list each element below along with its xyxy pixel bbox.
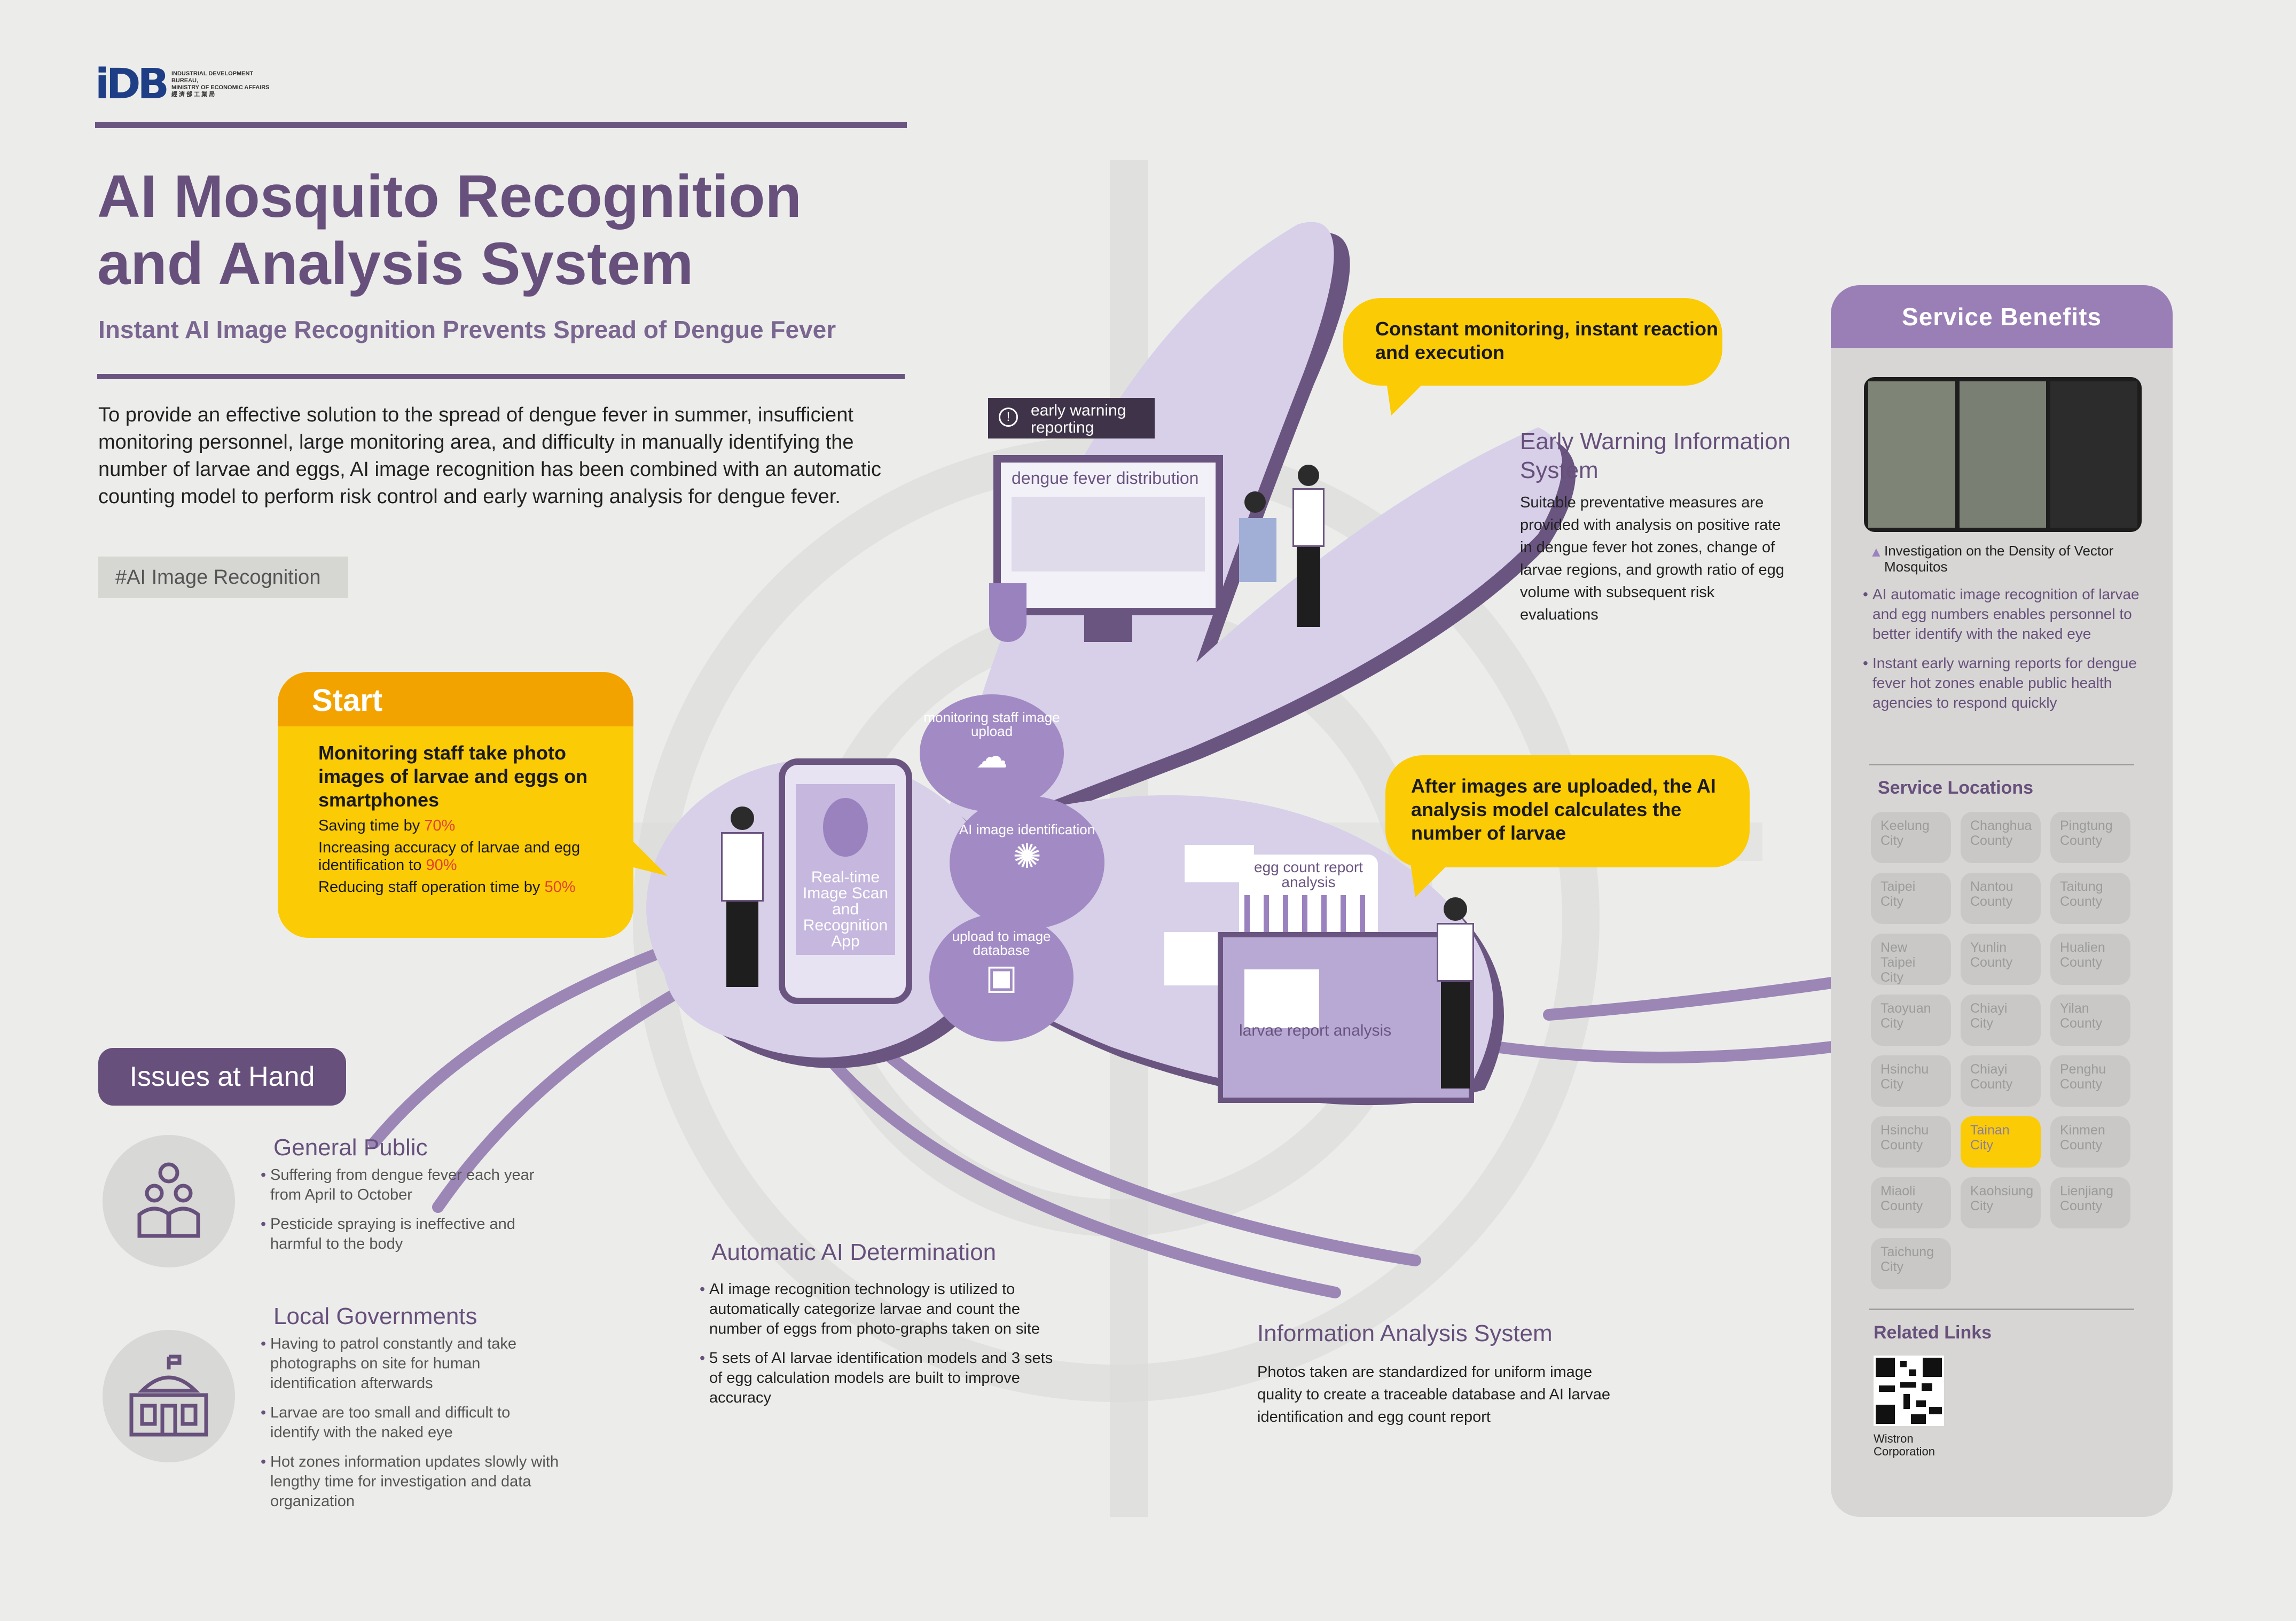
list-item: Larvae are too small and difficult to id… [261,1403,560,1443]
location-chip[interactable]: Miaoli County [1871,1177,1951,1228]
mosquito-photo-strip [1864,377,2142,532]
location-chip[interactable]: New Taipei City [1871,934,1951,985]
location-chip[interactable]: Tainan City [1961,1116,2041,1168]
list-item: AI image recognition technology is utili… [700,1280,1063,1339]
info-analysis-text: Photos taken are standardized for unifor… [1257,1364,1610,1426]
government-issues-list: Having to patrol constantly and take pho… [261,1334,560,1521]
start-card-pointer [625,833,668,876]
location-chip[interactable]: Lienjiang County [2050,1177,2130,1228]
logo-text: INDUSTRIAL DEVELOPMENT BUREAU, MINISTRY … [171,71,270,98]
early-warning-title: Early Warning Information System [1520,428,1791,483]
monitor-stand [1084,615,1132,642]
early-warning-tag: ! early warning reporting [988,398,1155,438]
list-item: AI automatic image recognition of larvae… [1863,584,2146,644]
location-chip[interactable]: Taipei City [1871,873,1951,924]
intro-text: To provide an effective solution to the … [98,404,882,508]
location-chip[interactable]: Hsinchu City [1871,1055,1951,1107]
analyst-figures [1234,465,1341,641]
location-chip[interactable]: Hsinchu County [1871,1116,1951,1168]
subtitle-rule [97,374,905,379]
presenter-figure [1426,897,1485,1111]
list-item: 5 sets of AI larvae identification model… [700,1349,1063,1408]
idb-logo: iDB INDUSTRIAL DEVELOPMENT BUREAU, MINIS… [95,60,277,108]
report-lines [1185,845,1254,882]
tag-ai-image-recognition[interactable]: #AI Image Recognition [98,557,348,598]
start-card: Monitoring staff take photo images of la… [278,726,633,938]
cloud-upload-icon: ☁ [976,739,1008,774]
location-chip[interactable]: Pingtung County [2050,812,2130,863]
list-item: Suffering from dengue fever each year fr… [261,1165,538,1205]
alert-icon: ! [999,408,1018,427]
list-item: Instant early warning reports for dengue… [1863,653,2146,712]
service-locations-title: Service Locations [1878,778,2034,798]
list-item: Pesticide spraying is ineffective and ha… [261,1215,538,1254]
photo-caption: ▲ Investigation on the Density of Vector… [1869,543,2114,575]
public-title: General Public [273,1134,428,1161]
monitoring-staff-figure [713,806,772,993]
start-item-1: Saving time by 70% [318,817,456,834]
header-rule [95,122,907,128]
location-chip[interactable]: Keelung City [1871,812,1951,863]
bubble-pointer-2 [1410,860,1453,897]
start-item-3: Reducing staff operation time by 50% [318,879,576,896]
service-benefits-title: Service Benefits [1831,285,2173,348]
issues-at-hand-label: Issues at Hand [98,1048,346,1106]
benefits-list: AI automatic image recognition of larvae… [1863,584,2146,722]
public-icon-circle [103,1135,235,1267]
start-item-2: Increasing accuracy of larvae and egg id… [318,839,581,874]
step-database-upload: upload to image database ▣ [929,913,1073,1041]
larvae-report-board: larvae report analysis [1218,932,1474,1103]
location-chip[interactable]: Hualien County [2050,934,2130,985]
start-heading: Monitoring staff take photo images of la… [318,742,588,811]
brain-icon: ✺ [1013,837,1041,875]
step-upload: monitoring staff image upload ☁ [920,694,1064,812]
location-chip[interactable]: Kinmen County [2050,1116,2130,1168]
related-links-title: Related Links [1874,1322,1992,1343]
bubble-pointer-1 [1386,378,1429,416]
location-chip[interactable]: Changhua County [1961,812,2041,863]
info-analysis-title: Information Analysis System [1257,1320,1553,1346]
location-chip[interactable]: Taoyuan City [1871,994,1951,1046]
app-label: Real-time Image Scan and Recognition App [802,868,889,950]
logo-mark: iDB [95,60,169,108]
people-icon [137,1162,200,1238]
wistron-link[interactable]: Wistron Corporation [1874,1432,1935,1458]
list-item: Having to patrol constantly and take pho… [261,1334,560,1393]
location-chip[interactable]: Kaohsiung City [1961,1177,2041,1228]
early-warning-text: Suitable preventative measures are provi… [1520,494,1784,623]
government-title: Local Governments [273,1303,477,1329]
dengue-map-label: dengue fever distribution [1012,468,1199,488]
automatic-ai-title: Automatic AI Determination [711,1239,997,1265]
public-issues-list: Suffering from dengue fever each year fr… [261,1165,538,1264]
location-chip[interactable]: Chiayi County [1961,1055,2041,1107]
image-upload-icon: ▣ [985,958,1018,996]
location-chip[interactable]: Chiayi City [1961,994,2041,1046]
bubble-constant-monitoring: Constant monitoring, instant reaction an… [1343,298,1722,386]
triangle-icon: ▲ [1869,544,1883,560]
dengue-map-monitor: dengue fever distribution [993,455,1223,615]
government-building-icon [129,1354,208,1437]
location-chip[interactable]: Taitung County [2050,873,2130,924]
shield-icon [989,583,1026,642]
government-icon-circle [103,1330,235,1462]
bubble-after-upload: After images are uploaded, the AI analys… [1385,755,1750,867]
smartphone-app[interactable]: Real-time Image Scan and Recognition App [779,758,912,1004]
start-header: Start [278,672,633,730]
location-chip[interactable]: Penghu County [2050,1055,2130,1107]
list-item: Hot zones information updates slowly wit… [261,1452,560,1512]
automatic-ai-list: AI image recognition technology is utili… [700,1280,1063,1418]
location-chip[interactable]: Taichung City [1871,1238,1951,1289]
panel-divider-2 [1869,1309,2134,1310]
page-title: AI Mosquito Recognition and Analysis Sys… [97,163,802,297]
page-subtitle: Instant AI Image Recognition Prevents Sp… [98,316,836,343]
panel-divider-1 [1869,764,2134,765]
qr-code-icon[interactable] [1874,1356,1944,1426]
larva-icon [823,798,868,857]
location-chip[interactable]: Yilan County [2050,994,2130,1046]
step-ai-identification: AI image identification ✺ [950,796,1104,929]
location-chip[interactable]: Nantou County [1961,873,2041,924]
location-chip[interactable]: Yunlin County [1961,934,2041,985]
